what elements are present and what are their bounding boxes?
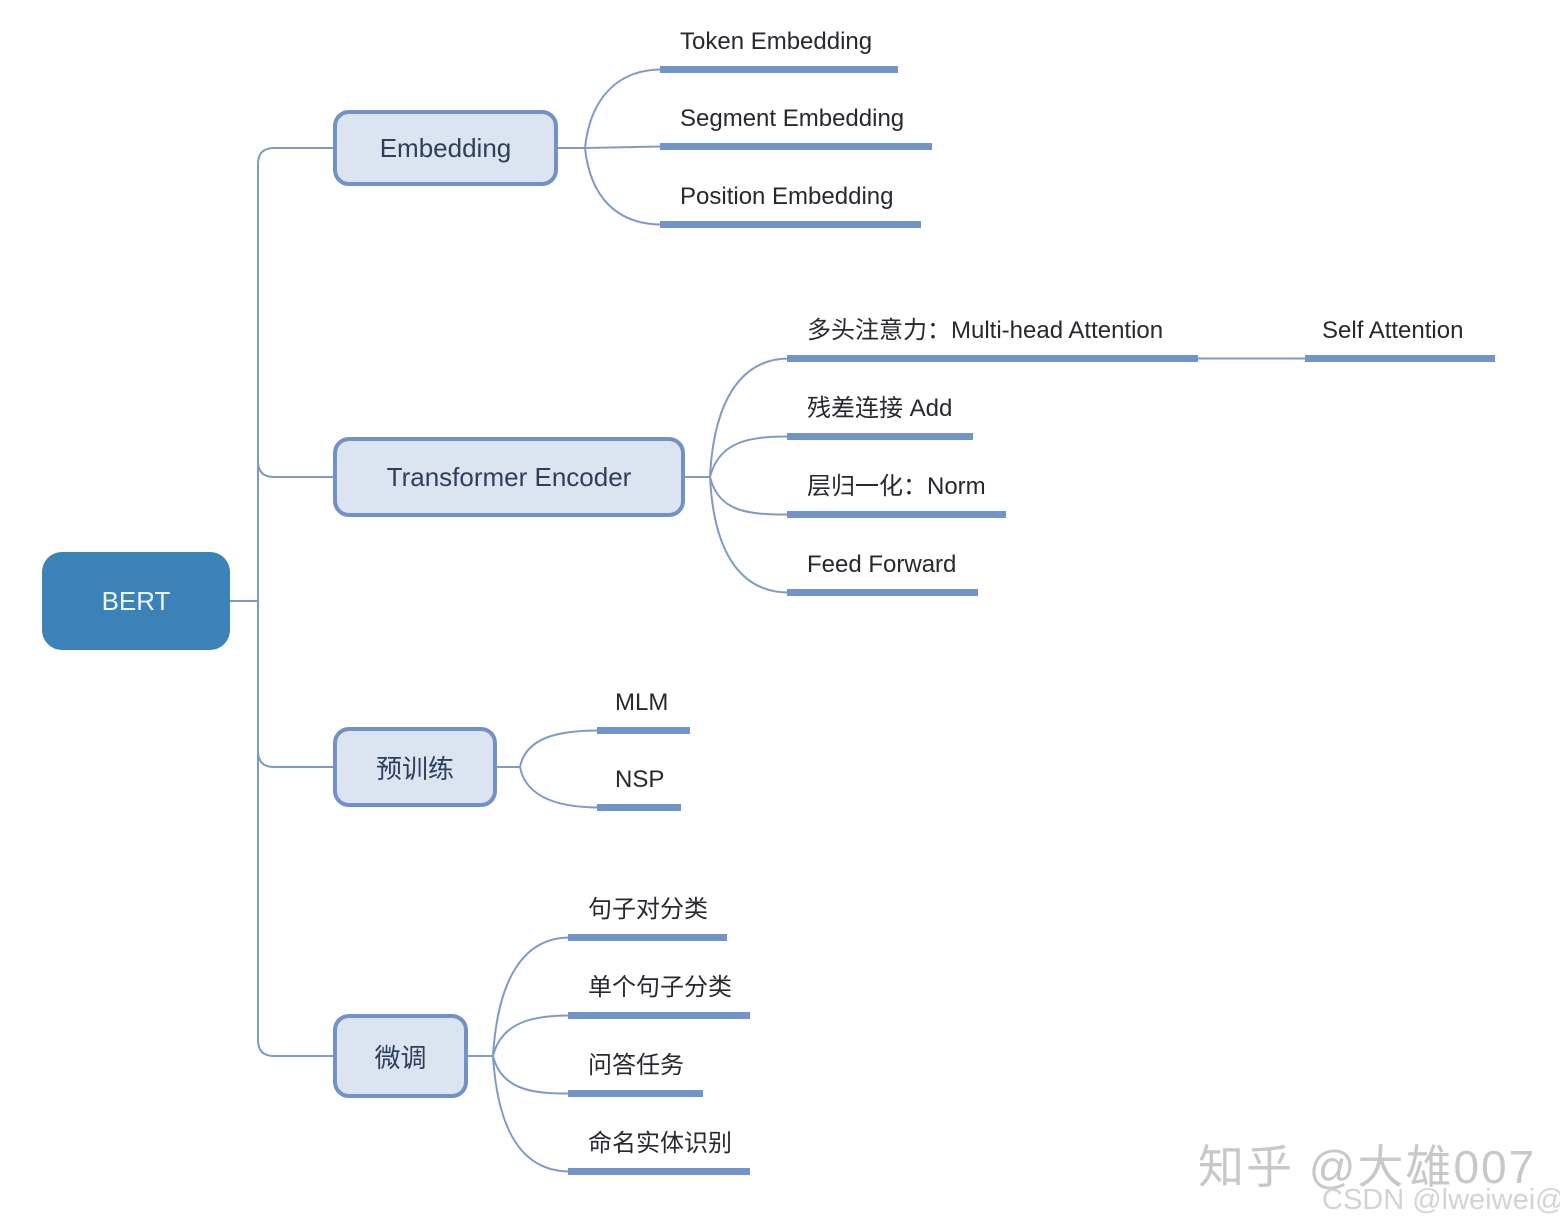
leaf-position-embedding[interactable]: Position Embedding xyxy=(660,175,921,228)
node-embedding[interactable]: Embedding xyxy=(333,110,558,186)
node-finetune[interactable]: 微调 xyxy=(333,1014,468,1098)
node-pretrain-label: 预训练 xyxy=(375,753,454,784)
watermark-zhihu: 知乎 @大雄007 xyxy=(1198,1141,1537,1193)
leaf-residual-add-label: 残差连接 Add xyxy=(807,395,953,422)
leaf-self-attention-label: Self Attention xyxy=(1322,317,1464,344)
leaf-feed-forward-label: Feed Forward xyxy=(807,551,957,578)
leaf-sentence-pair-classification[interactable]: 句子对分类 xyxy=(568,888,727,941)
connector-transformer-norm xyxy=(709,476,790,516)
connector-pretrain-nsp xyxy=(519,766,600,809)
connector-finetune-sentpair xyxy=(492,936,571,1057)
connector-finetune-singlesent xyxy=(492,1014,571,1057)
leaf-nsp[interactable]: NSP xyxy=(597,758,681,811)
leaf-residual-add[interactable]: 残差连接 Add xyxy=(787,387,973,440)
leaf-sentence-pair-classification-underline xyxy=(568,934,727,941)
leaf-token-embedding-underline xyxy=(660,66,898,73)
leaf-question-answering[interactable]: 问答任务 xyxy=(568,1044,703,1097)
leaf-nsp-underline xyxy=(597,804,681,811)
leaf-nsp-label: NSP xyxy=(615,766,665,793)
leaf-layer-norm-underline xyxy=(787,511,1006,518)
connector-embedding-position xyxy=(584,147,663,226)
connector-embedding-token xyxy=(584,68,663,149)
connector-embedding-segment xyxy=(584,145,663,149)
leaf-segment-embedding-label: Segment Embedding xyxy=(680,105,905,132)
connector-branch-transformer xyxy=(257,460,333,478)
leaf-segment-embedding-underline xyxy=(660,143,932,150)
node-transformer-encoder[interactable]: Transformer Encoder xyxy=(333,437,685,517)
leaf-single-sentence-classification[interactable]: 单个句子分类 xyxy=(568,966,750,1019)
leaf-mlm-label: MLM xyxy=(615,689,669,716)
node-bert[interactable]: BERT xyxy=(42,552,230,650)
leaf-multihead-attention[interactable]: 多头注意力：Multi-head Attention xyxy=(787,309,1198,362)
connector-transformer-multihead xyxy=(709,357,790,478)
leaf-mlm-underline xyxy=(597,727,690,734)
node-pretrain[interactable]: 预训练 xyxy=(333,727,497,807)
node-transformer-encoder-label: Transformer Encoder xyxy=(386,461,632,492)
leaf-sentence-pair-classification-label: 句子对分类 xyxy=(588,896,708,923)
leaf-self-attention-underline xyxy=(1305,355,1495,362)
node-finetune-label: 微调 xyxy=(374,1042,427,1073)
node-bert-label: BERT xyxy=(101,585,171,616)
connector-trunk xyxy=(257,147,333,1057)
leaf-multihead-attention-underline xyxy=(787,355,1198,362)
leaf-question-answering-label: 问答任务 xyxy=(588,1052,684,1079)
connector-finetune-qa xyxy=(492,1055,571,1095)
leaf-named-entity-recognition-underline xyxy=(568,1168,750,1175)
leaf-token-embedding-label: Token Embedding xyxy=(680,28,873,55)
leaf-named-entity-recognition[interactable]: 命名实体识别 xyxy=(568,1122,750,1175)
leaf-single-sentence-classification-label: 单个句子分类 xyxy=(588,974,732,1001)
leaf-multihead-attention-label: 多头注意力：Multi-head Attention xyxy=(807,317,1164,344)
leaf-self-attention[interactable]: Self Attention xyxy=(1305,309,1495,362)
leaf-layer-norm[interactable]: 层归一化：Norm xyxy=(787,465,1006,518)
leaf-token-embedding[interactable]: Token Embedding xyxy=(660,20,898,73)
connector-branch-pretrain xyxy=(257,750,333,768)
leaf-position-embedding-underline xyxy=(660,221,921,228)
leaf-question-answering-underline xyxy=(568,1090,703,1097)
leaf-mlm[interactable]: MLM xyxy=(597,681,690,734)
connector-transformer-add xyxy=(709,435,790,478)
connector-finetune-ner xyxy=(492,1055,571,1173)
leaf-layer-norm-label: 层归一化：Norm xyxy=(807,473,986,500)
connector-transformer-feedforward xyxy=(709,476,790,594)
leaf-feed-forward-underline xyxy=(787,589,978,596)
node-embedding-label: Embedding xyxy=(379,132,512,163)
leaf-feed-forward[interactable]: Feed Forward xyxy=(787,543,978,596)
connector-pretrain-mlm xyxy=(519,729,600,768)
leaf-residual-add-underline xyxy=(787,433,973,440)
watermark-csdn: CSDN @lweiwei@ xyxy=(1322,1184,1560,1216)
leaf-named-entity-recognition-label: 命名实体识别 xyxy=(588,1130,732,1157)
leaf-single-sentence-classification-underline xyxy=(568,1012,750,1019)
leaf-segment-embedding[interactable]: Segment Embedding xyxy=(660,97,932,150)
leaf-position-embedding-label: Position Embedding xyxy=(680,183,894,210)
